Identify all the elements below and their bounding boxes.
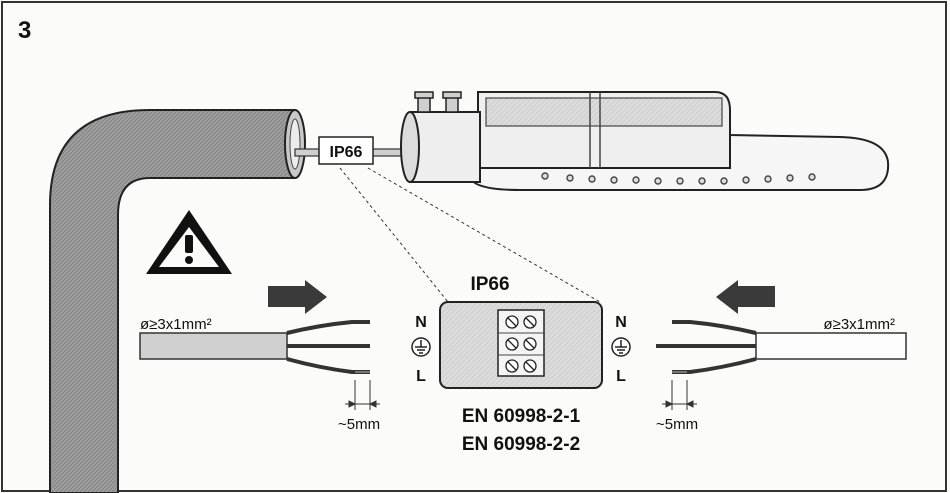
- earth-ground-icon: [611, 337, 631, 357]
- left-neutral-label: N: [415, 314, 427, 331]
- left-cable: [139, 320, 370, 374]
- left-line-label: L: [416, 368, 426, 385]
- left-strip-length: ~5mm: [338, 416, 380, 433]
- earth-ground-icon: [411, 337, 431, 357]
- luminaire: [400, 91, 890, 191]
- right-strip-dimension: [662, 380, 697, 410]
- ip66-tag: IP66: [318, 136, 374, 165]
- ip66-tag-text: IP66: [330, 144, 363, 161]
- step-number: 3: [18, 17, 31, 44]
- zoom-leader-lines: [339, 167, 601, 303]
- arrow-right-icon: [268, 280, 327, 314]
- left-cable-spec: ø≥3x1mm²: [140, 316, 212, 333]
- lamp-pole: [49, 109, 306, 493]
- ip66-terminal-heading: IP66: [470, 274, 509, 295]
- standard-2: EN 60998-2-2: [462, 434, 580, 455]
- right-neutral-label: N: [615, 314, 627, 331]
- right-line-label: L: [616, 368, 626, 385]
- arrow-left-icon: [716, 280, 775, 314]
- right-cable: [656, 320, 907, 374]
- terminal-block: [439, 301, 603, 389]
- warning-triangle-icon: [146, 210, 232, 274]
- right-cable-spec: ø≥3x1mm²: [823, 316, 895, 333]
- standard-1: EN 60998-2-1: [462, 406, 581, 427]
- right-strip-length: ~5mm: [656, 416, 698, 433]
- left-strip-dimension: [345, 380, 380, 410]
